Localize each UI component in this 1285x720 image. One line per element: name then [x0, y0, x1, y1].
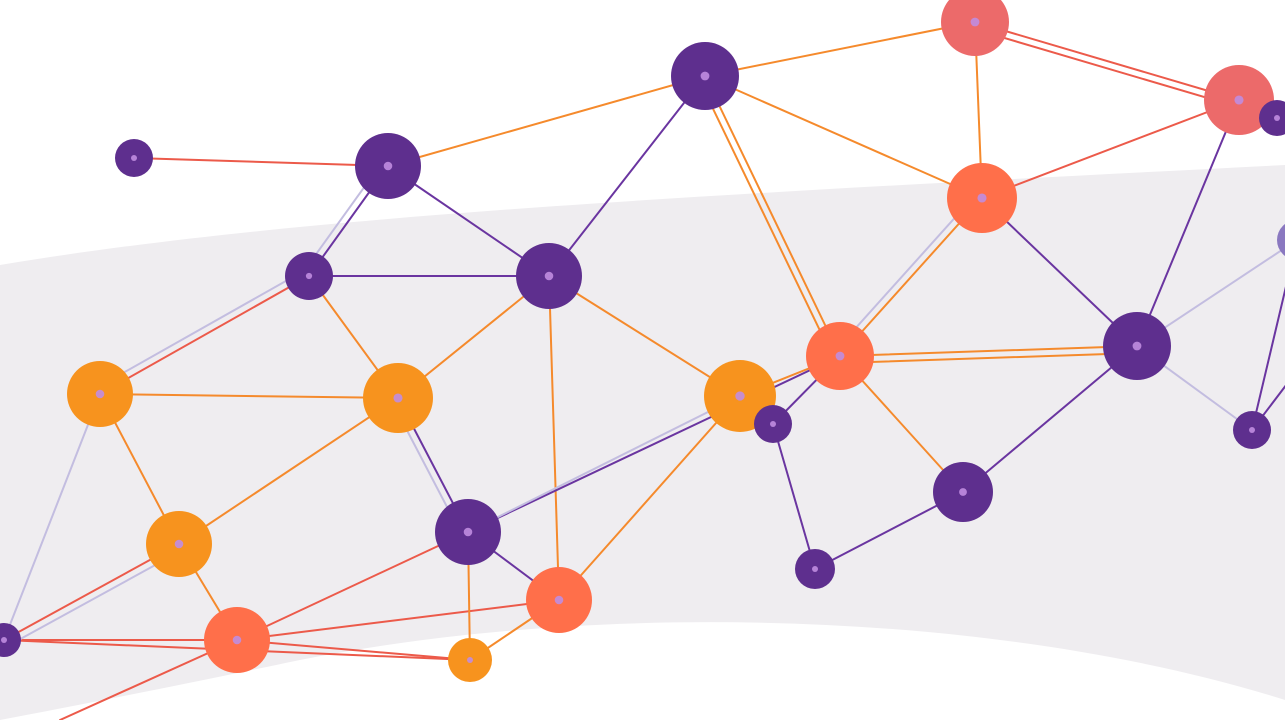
edge-n9-n14: [833, 192, 978, 353]
edge-n3-n14: [704, 75, 841, 357]
node-center-dot: [383, 161, 393, 171]
node-center-dot: [393, 393, 403, 403]
node-n10: [1277, 224, 1285, 256]
edge-n19-n20: [772, 423, 816, 570]
node-n7: [516, 243, 582, 309]
edge-n16-n18: [6, 549, 184, 648]
node-center-dot: [467, 657, 473, 663]
node-center-dot: [959, 488, 967, 496]
edge-n1-n2: [133, 157, 389, 167]
node-center-dot: [700, 71, 710, 81]
node-n4: [941, 0, 1009, 56]
node-n12: [363, 363, 433, 433]
edge-n17-n10: [1251, 286, 1285, 431]
edge-n15-n14: [467, 355, 841, 533]
edge-n5-n8: [1136, 99, 1240, 347]
node-center-dot: [232, 635, 242, 645]
edge-n5-n9: [981, 99, 1240, 199]
node-center-dot: [812, 566, 818, 572]
node-n15: [435, 499, 501, 565]
node-n16: [0, 623, 21, 657]
node-center-dot: [1249, 427, 1255, 433]
edge-n18-n16: [3, 543, 180, 641]
edge-n11-n12: [99, 393, 399, 399]
edge-n7-n24: [548, 275, 560, 601]
edge-n23-n25: [236, 639, 471, 661]
node-center-dot: [977, 193, 987, 203]
node-circle: [0, 623, 21, 657]
node-center-dot: [174, 539, 184, 549]
node-circle: [1259, 100, 1285, 136]
edge-n14-n8: [839, 345, 1138, 357]
node-center-dot: [554, 595, 564, 605]
edge-n23-n15: [236, 531, 469, 641]
node-center-dot: [1132, 341, 1142, 351]
node-center-dot: [544, 271, 554, 281]
node-n2: [355, 133, 421, 199]
node-center-dot: [95, 389, 105, 399]
edge-n3-n4: [704, 21, 976, 77]
edge-n4-n5: [972, 27, 1239, 108]
node-center-dot: [1234, 95, 1244, 105]
node-center-dot: [1274, 115, 1280, 121]
nodes-layer: [0, 0, 1285, 682]
node-circle: [1277, 224, 1285, 256]
node-circle: [941, 0, 1009, 56]
node-n18: [146, 511, 212, 577]
edge-n6-n11: [99, 275, 310, 395]
node-n23: [204, 607, 270, 673]
node-center-dot: [970, 17, 980, 27]
node-n5: [1204, 65, 1274, 135]
node-n8: [1103, 312, 1171, 380]
node-center-dot: [463, 527, 473, 537]
edge-n11-n16: [3, 393, 101, 641]
node-center-dot: [305, 272, 313, 280]
edge-n15-n13: [467, 395, 741, 533]
edge-n23-n24: [236, 599, 560, 641]
node-n6: [285, 252, 333, 300]
node-center-dot: [735, 391, 745, 401]
node-n1: [115, 139, 153, 177]
edge-n21-n8: [962, 345, 1138, 493]
node-n25: [448, 638, 492, 682]
node-n9: [947, 163, 1017, 233]
node-n22: [1259, 100, 1285, 136]
edge-n9-n14: [839, 197, 983, 357]
edge-n7-n13: [548, 275, 741, 397]
edge-n3-n9: [704, 75, 983, 199]
node-n20: [795, 549, 835, 589]
edge-n3-n14: [697, 78, 835, 361]
node-n24: [526, 567, 592, 633]
edge-n3-n7: [548, 75, 706, 277]
edge-n9-n8: [981, 197, 1138, 347]
background-band: [0, 165, 1285, 720]
edge-n24-n13: [558, 395, 741, 601]
edge-n2-n3: [387, 75, 706, 167]
node-n3: [671, 42, 739, 110]
node-n21: [933, 462, 993, 522]
node-n19: [754, 405, 792, 443]
node-n17: [1233, 411, 1271, 449]
edge-n4-n5: [974, 21, 1240, 101]
node-center-dot: [835, 351, 845, 361]
node-center-dot: [131, 155, 137, 161]
node-center-dot: [770, 421, 776, 427]
node-n11: [67, 361, 133, 427]
edge-n14-n8: [839, 351, 1139, 364]
edge-n6-n11: [95, 268, 307, 389]
node-center-dot: [1, 637, 7, 643]
edge-n12-n18: [178, 397, 399, 545]
node-n14: [806, 322, 874, 390]
